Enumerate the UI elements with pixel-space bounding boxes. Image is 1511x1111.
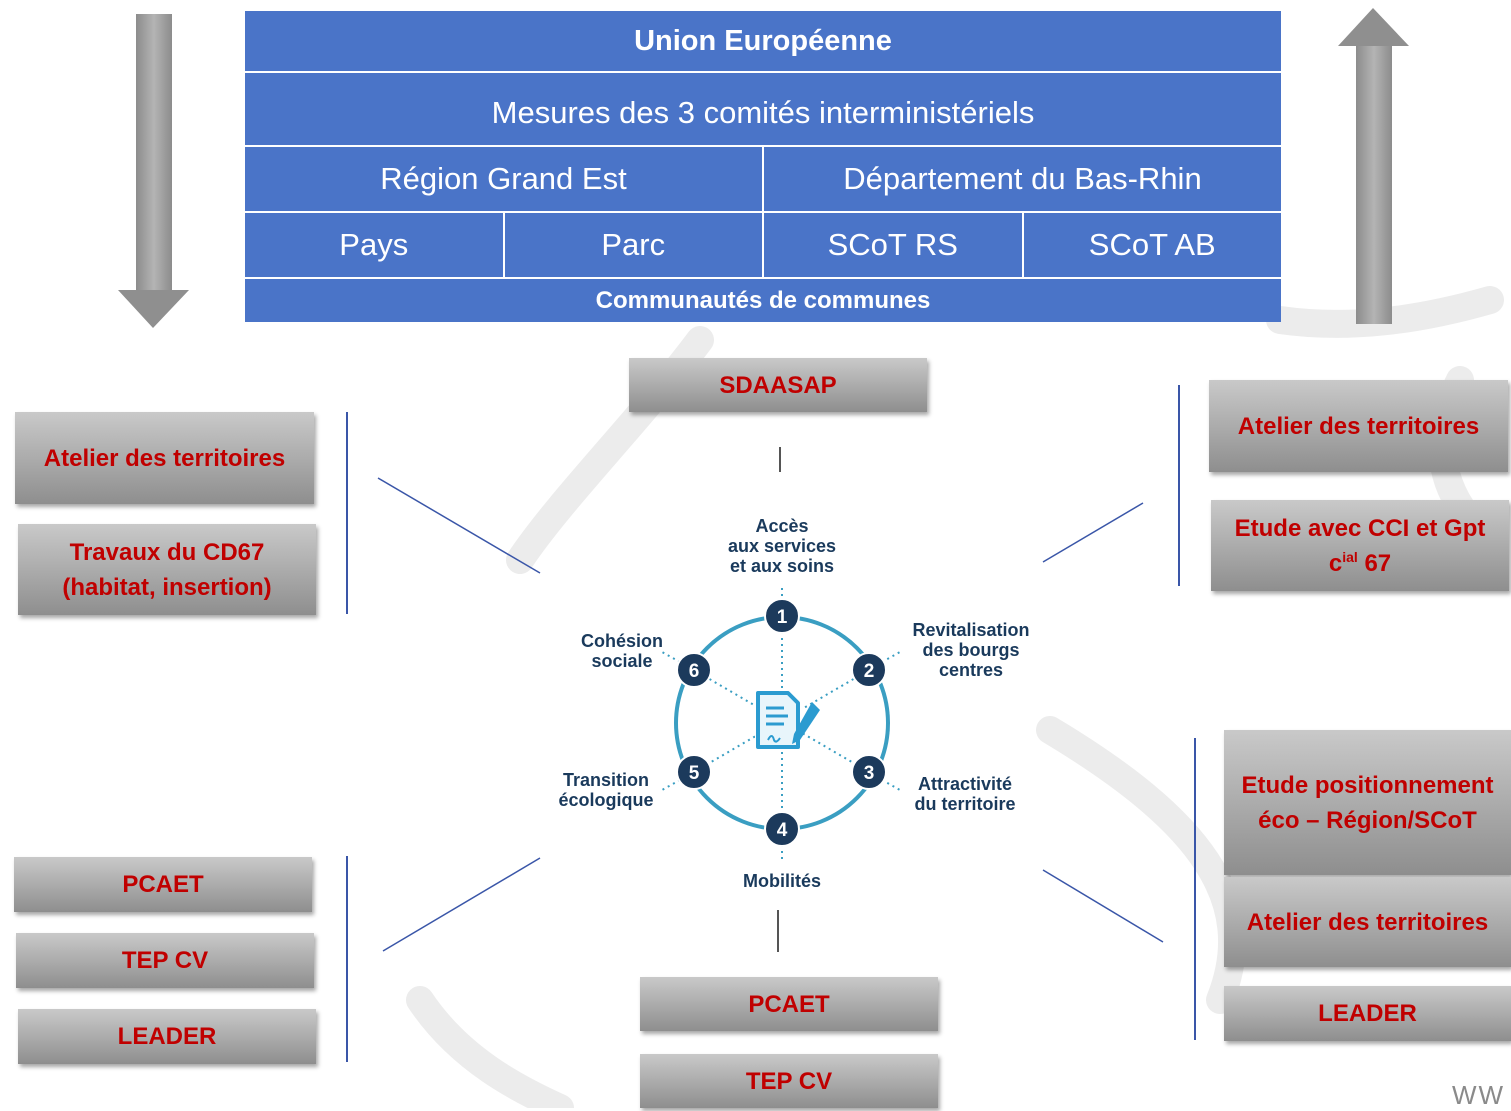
corner-watermark-text: WW <box>1452 1080 1506 1110</box>
parc-cell: Parc <box>502 213 763 277</box>
axis-node-5: 5 <box>676 754 712 790</box>
hierarchy-row-communities: Communautés de communes <box>245 279 1281 322</box>
up-arrow-icon <box>1338 8 1409 324</box>
axis-node-6: 6 <box>676 652 712 688</box>
svg-text:1: 1 <box>777 607 788 628</box>
row-divider <box>245 211 1281 213</box>
hierarchy-row-measures: Mesures des 3 comités interministériels <box>245 81 1281 145</box>
hierarchy-row-region: Région Grand Est Département du Bas-Rhin <box>245 147 1281 211</box>
scot-rs-cell: SCoT RS <box>762 213 1022 277</box>
governance-hierarchy-table: Union Européenne Mesures des 3 comités i… <box>245 11 1281 322</box>
pcaet-box: PCAET <box>14 857 312 912</box>
pcaet-box: PCAET <box>640 977 938 1031</box>
svg-text:2: 2 <box>864 661 875 682</box>
svg-text:6: 6 <box>689 661 700 682</box>
travaux-cd67-box: Travaux du CD67 (habitat, insertion) <box>18 524 316 615</box>
group-separator-lines <box>346 385 1196 1062</box>
axis-label-6: Cohésion sociale <box>580 631 663 671</box>
svg-text:5: 5 <box>689 763 700 784</box>
etude-positionnement-box: Etude positionnement éco – Région/SCoT <box>1224 730 1511 875</box>
down-arrow-icon <box>118 14 189 328</box>
region-cell: Région Grand Est <box>380 161 627 196</box>
sdaasap-box: SDAASAP <box>629 358 927 412</box>
departement-cell: Département du Bas-Rhin <box>762 147 1281 211</box>
atelier-territoires-box: Atelier des territoires <box>1209 380 1508 472</box>
svg-text:4: 4 <box>777 820 788 841</box>
pays-cell: Pays <box>339 227 409 262</box>
scot-ab-cell: SCoT AB <box>1021 213 1282 277</box>
axis-node-4: 4 <box>764 811 800 847</box>
document-pen-icon <box>755 690 820 750</box>
leader-box: LEADER <box>18 1009 316 1064</box>
eu-cell: Union Européenne <box>634 24 892 57</box>
axis-node-3: 3 <box>851 754 887 790</box>
diagonal-connectors <box>377 477 1164 952</box>
measures-cell: Mesures des 3 comités interministériels <box>491 95 1035 130</box>
etude-cci-label: Etude avec CCI et Gpt cial 67 <box>1234 514 1486 577</box>
hierarchy-row-eu: Union Européenne <box>245 11 1281 71</box>
axis-node-2: 2 <box>851 652 887 688</box>
atelier-territoires-box: Atelier des territoires <box>1224 877 1511 967</box>
etude-cci-box: Etude avec CCI et Gpt cial 67 <box>1211 500 1509 591</box>
row-divider <box>245 71 1281 73</box>
axis-label-2: Revitalisation des bourgs centres <box>912 620 1030 680</box>
axis-label-5: Transition écologique <box>558 770 654 810</box>
axis-label-1: Accès aux services et aux soins <box>727 516 837 576</box>
tep-cv-box: TEP CV <box>640 1054 938 1108</box>
priority-axes-diagram: 1 2 3 4 5 6 <box>661 588 901 862</box>
axis-label-4: Mobilités <box>742 871 821 891</box>
svg-text:3: 3 <box>864 763 875 784</box>
row-divider <box>245 277 1281 279</box>
communities-cell: Communautés de communes <box>595 286 931 314</box>
tep-cv-box: TEP CV <box>16 933 314 988</box>
hierarchy-row-local: Pays Parc SCoT RS SCoT AB <box>245 213 1281 277</box>
leader-box: LEADER <box>1224 986 1511 1041</box>
axis-label-3: Attractivité du territoire <box>914 774 1016 814</box>
atelier-territoires-box: Atelier des territoires <box>15 412 314 504</box>
row-divider <box>245 145 1281 147</box>
axis-node-1: 1 <box>764 598 800 634</box>
